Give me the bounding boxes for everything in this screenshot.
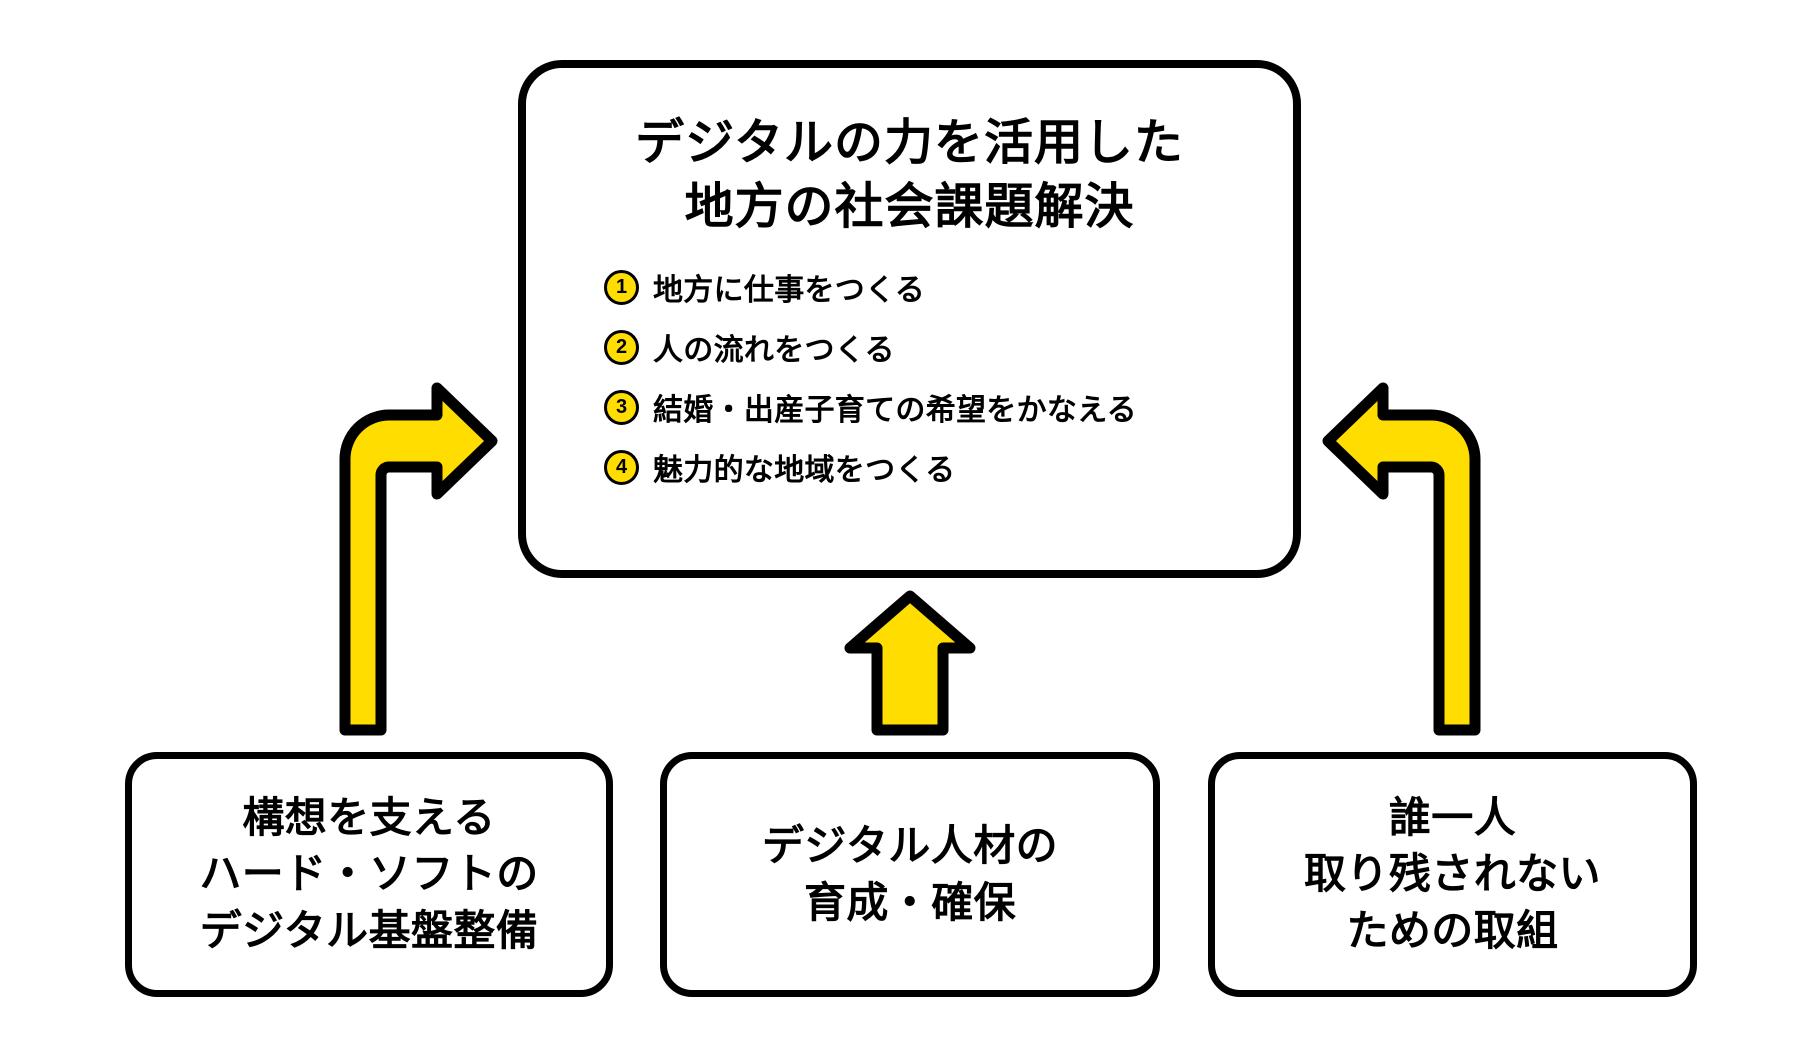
support-box-label: デジタル人材の 育成・確保 <box>761 822 1059 926</box>
list-item: 4 魅力的な地域をつくる <box>604 445 1293 489</box>
list-item: 1 地方に仕事をつくる <box>604 265 1293 309</box>
number-badge-icon: 4 <box>604 449 639 485</box>
support-box-label: 構想を支える ハード・ソフトの デジタル基盤整備 <box>199 794 539 954</box>
list-item-label: 結婚・出産子育ての希望をかなえる <box>653 394 1137 428</box>
support-box-digital-talent: デジタル人材の 育成・確保 <box>660 752 1160 997</box>
main-goal-box: デジタルの力を活用した 地方の社会課題解決 1 地方に仕事をつくる 2 人の流れ… <box>518 60 1301 578</box>
support-box-digital-infrastructure: 構想を支える ハード・ソフトの デジタル基盤整備 <box>125 752 613 997</box>
support-box-label: 誰一人 取り残されない ための取組 <box>1304 794 1601 954</box>
center-up-arrow <box>844 590 976 736</box>
number-badge-icon: 1 <box>604 269 639 305</box>
goal-list: 1 地方に仕事をつくる 2 人の流れをつくる 3 結婚・出産子育ての希望をかなえ… <box>526 265 1293 489</box>
list-item: 2 人の流れをつくる <box>604 325 1293 369</box>
list-item-label: 地方に仕事をつくる <box>653 274 926 308</box>
right-elbow-arrow <box>1322 382 1481 736</box>
support-box-no-one-left-behind: 誰一人 取り残されない ための取組 <box>1208 752 1697 997</box>
left-elbow-arrow <box>339 382 498 736</box>
main-title: デジタルの力を活用した 地方の社会課題解決 <box>635 116 1184 234</box>
list-item: 3 結婚・出産子育ての希望をかなえる <box>604 385 1293 429</box>
number-badge-icon: 3 <box>604 389 639 425</box>
list-item-label: 人の流れをつくる <box>653 334 895 368</box>
number-badge-icon: 2 <box>604 329 639 365</box>
list-item-label: 魅力的な地域をつくる <box>653 454 956 488</box>
